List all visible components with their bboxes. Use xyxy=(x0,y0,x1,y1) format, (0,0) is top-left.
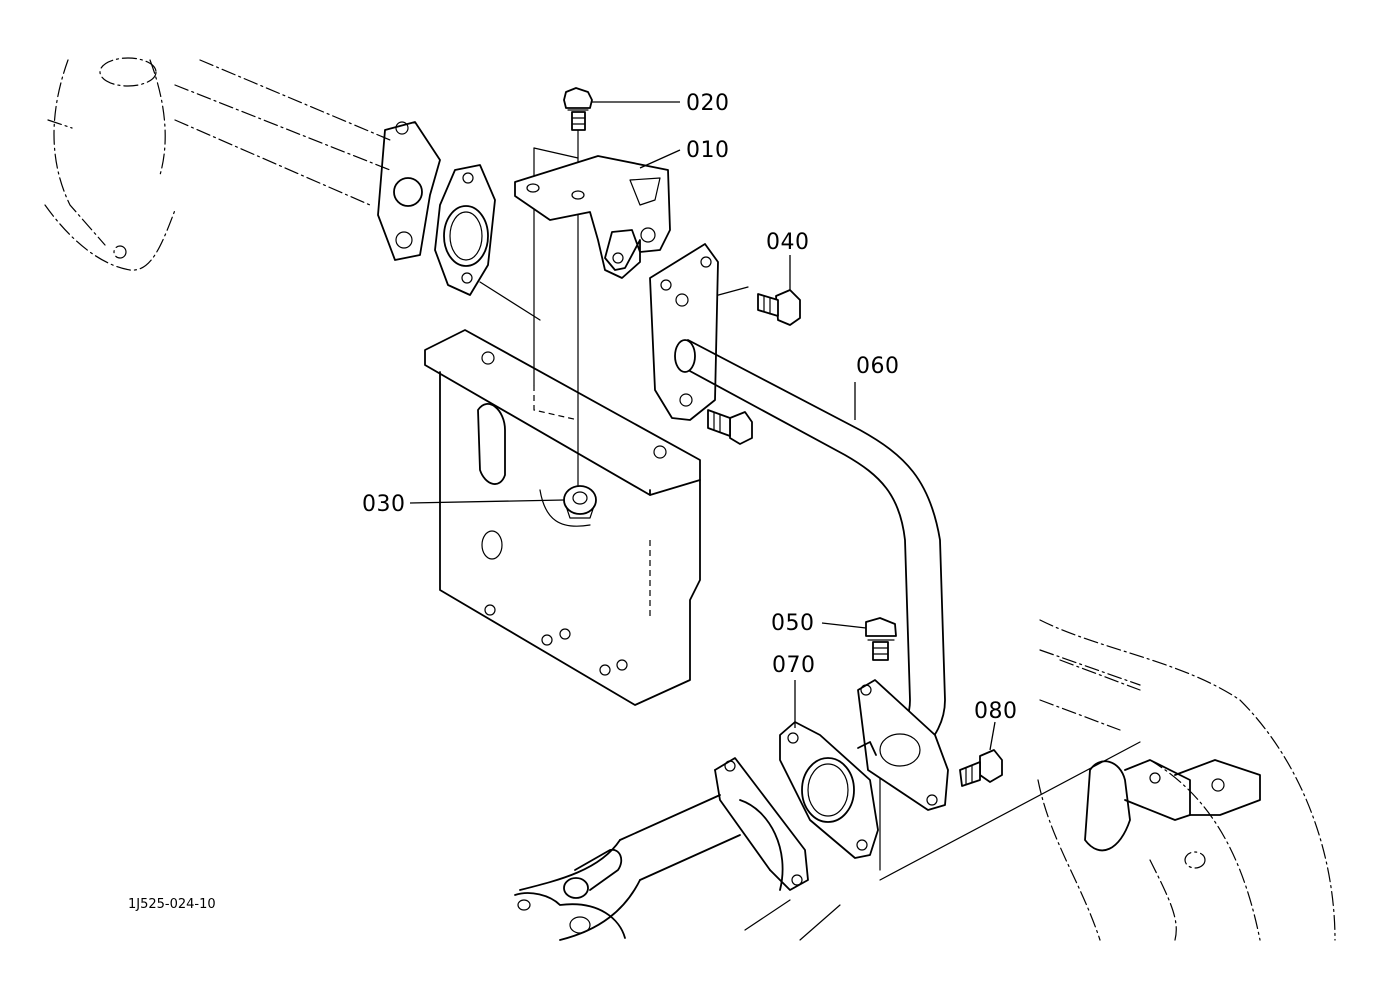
pipe-upper-flange xyxy=(649,243,719,421)
pipe-flange-bolt xyxy=(707,409,753,445)
callout-010: 010 xyxy=(686,138,730,163)
upper-flange-plate xyxy=(377,121,441,261)
callout-050: 050 xyxy=(771,611,815,636)
nut-030 xyxy=(563,485,597,519)
callout-070: 070 xyxy=(772,653,816,678)
egr-cooler-assembly xyxy=(514,757,841,941)
leader-lines xyxy=(409,101,996,751)
bracket-010 xyxy=(514,155,671,279)
callout-030: 030 xyxy=(362,492,406,517)
exhaust-manifold-phantom xyxy=(44,57,391,271)
bolt-080 xyxy=(959,749,1003,787)
bolt-020 xyxy=(563,87,593,131)
gasket-070 xyxy=(779,721,879,859)
pipe-060 xyxy=(674,339,946,751)
callout-040: 040 xyxy=(766,230,810,255)
callout-080: 080 xyxy=(974,699,1018,724)
drawing-reference-code: 1J525-024-10 xyxy=(128,897,216,912)
callout-020: 020 xyxy=(686,91,730,116)
pipe-lower-flange xyxy=(857,679,949,811)
support-bracket-block xyxy=(424,329,701,706)
bolt-040 xyxy=(757,289,801,326)
upper-gasket xyxy=(434,164,496,296)
bolt-050 xyxy=(865,617,897,661)
callout-060: 060 xyxy=(856,354,900,379)
engine-block-phantom xyxy=(1037,619,1336,941)
callout-labels: 020 010 040 060 030 050 070 080 xyxy=(362,91,1018,724)
